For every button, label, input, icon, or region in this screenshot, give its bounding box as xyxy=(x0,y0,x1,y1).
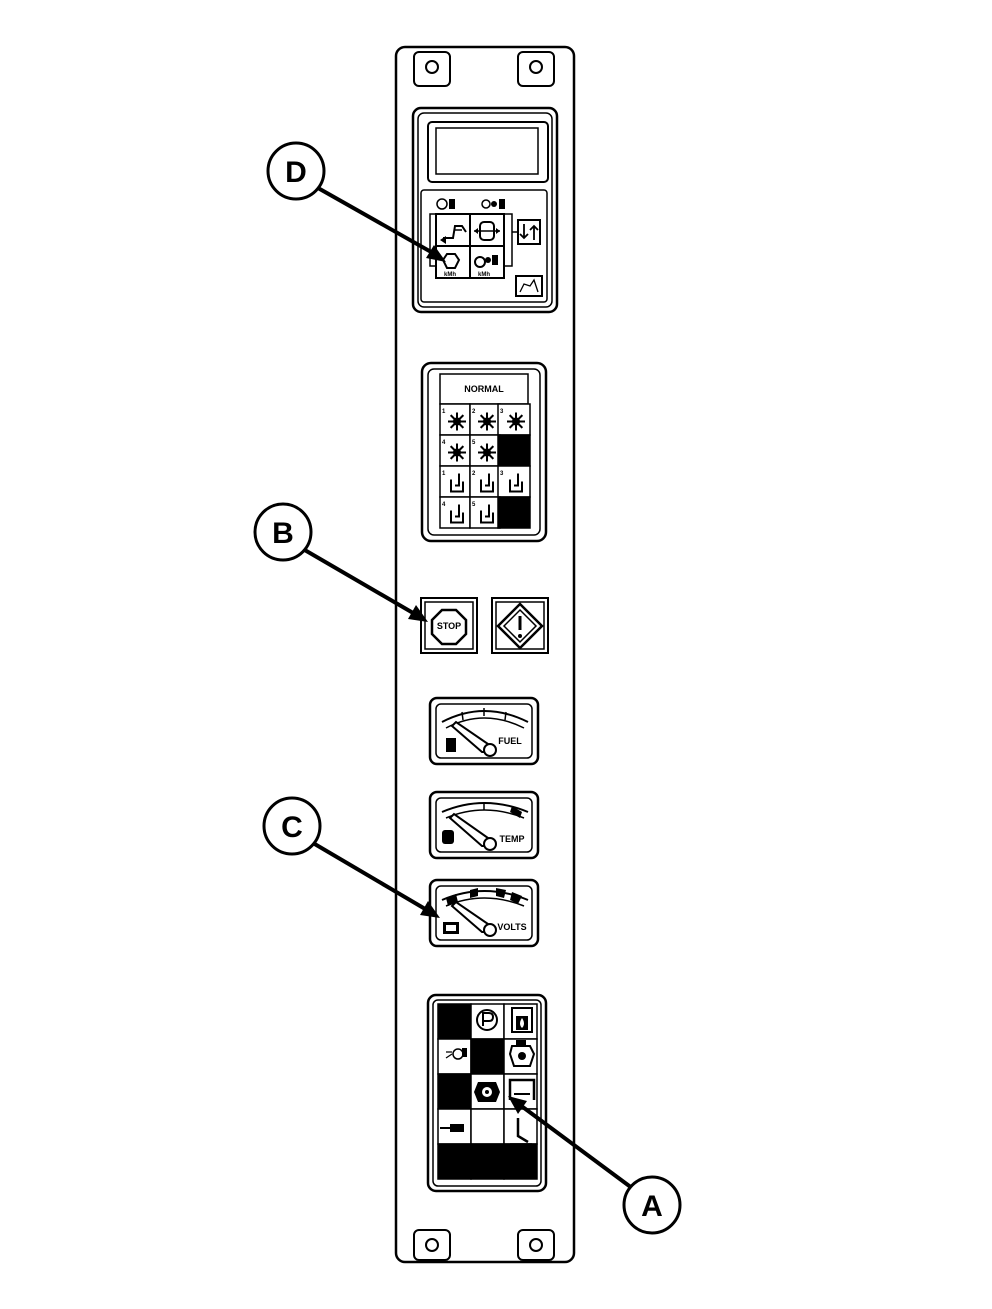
mounting-hole-top-left xyxy=(413,51,451,87)
dash-panel xyxy=(394,45,576,1264)
warning-lamp xyxy=(491,597,549,654)
callout-c: C xyxy=(262,796,440,918)
lamp-star-icon xyxy=(478,443,496,462)
oil-pressure-icon xyxy=(474,1082,500,1102)
temp-label: TEMP xyxy=(499,834,524,844)
volts-gauge: VOLTS xyxy=(428,878,540,948)
coolant-icon xyxy=(442,830,454,844)
indicator-cell xyxy=(497,434,531,467)
battery-icon xyxy=(443,922,459,934)
indicator-cell-number: 5 xyxy=(472,502,476,508)
indicator-cell xyxy=(497,496,531,529)
stop-lamp: STOP xyxy=(420,597,478,654)
indicator-cell-number: 1 xyxy=(442,471,446,477)
indicator-panel: NORMAL 1 2 3 4 5 1 2 3 4 5 xyxy=(420,361,548,543)
up-down-icon[interactable] xyxy=(517,219,541,245)
transmission-icon xyxy=(508,1078,536,1100)
callout-c-label: C xyxy=(281,811,303,844)
stop-label: STOP xyxy=(437,621,461,631)
lamp-bulb-icon xyxy=(509,473,523,493)
turbo-icon xyxy=(481,199,505,209)
mounting-hole-bottom-left xyxy=(413,1229,451,1261)
lamp-bulb-icon xyxy=(480,473,494,493)
indicator-cell-number: 4 xyxy=(442,440,446,446)
logo-icon[interactable] xyxy=(515,275,543,297)
fuel-label: FUEL xyxy=(498,736,522,746)
indicator-cell-number: 4 xyxy=(442,502,446,508)
mounting-hole-top-right xyxy=(517,51,555,87)
callout-b-label: B xyxy=(272,517,294,550)
lamp-star-icon xyxy=(448,412,466,431)
lamp-bulb-icon xyxy=(450,504,464,524)
indicator-cell-number: 2 xyxy=(472,409,476,415)
indicator-cell-number: 1 xyxy=(442,409,446,415)
light-cell xyxy=(470,1108,505,1145)
light-cell xyxy=(470,1038,505,1075)
lamp-bulb-icon xyxy=(480,504,494,524)
callout-d-label: D xyxy=(285,156,307,189)
beacon-icon xyxy=(445,1048,467,1060)
lamp-bulb-icon xyxy=(450,473,464,493)
callout-a: A xyxy=(508,1096,682,1235)
drum-icon[interactable] xyxy=(474,221,500,241)
light-cell xyxy=(470,1143,505,1180)
indicator-cell-number: 3 xyxy=(500,409,504,415)
callout-a-label: A xyxy=(641,1190,663,1223)
indicator-grid: 1 2 3 4 5 1 2 3 4 5 xyxy=(439,403,531,529)
light-cell xyxy=(437,1003,472,1040)
callout-d: D xyxy=(266,141,446,262)
temp-gauge: TEMP xyxy=(428,790,540,860)
volts-label: VOLTS xyxy=(497,922,526,932)
indicator-cell-number: 2 xyxy=(472,471,476,477)
indicator-cell-number: 5 xyxy=(472,440,476,446)
mounting-hole-bottom-right xyxy=(517,1229,555,1261)
hydraulic-tank-icon xyxy=(511,1007,533,1033)
lamp-star-icon xyxy=(448,443,466,462)
indicator-title: NORMAL xyxy=(464,384,504,394)
engine-icon xyxy=(436,198,455,210)
warning-light-panel xyxy=(426,993,548,1193)
lcd-screen xyxy=(427,121,549,183)
engine-fault-icon xyxy=(508,1040,536,1067)
indicator-cell-number: 3 xyxy=(500,471,504,477)
display-module: kMh kMh xyxy=(411,106,559,314)
lamp-star-icon xyxy=(478,412,496,431)
light-cell xyxy=(437,1073,472,1110)
turbo-speed-icon[interactable]: kMh xyxy=(474,255,498,278)
seat-belt-icon xyxy=(510,1118,532,1145)
callout-b: B xyxy=(253,502,428,622)
unit-right: kMh xyxy=(478,272,490,278)
unit-left: kMh xyxy=(444,272,456,278)
fuel-gauge: FUEL xyxy=(428,696,540,766)
light-cell xyxy=(503,1143,538,1180)
lamp-star-icon xyxy=(507,412,525,431)
exchange-icon[interactable] xyxy=(440,225,467,244)
light-cell xyxy=(437,1143,472,1180)
horn-icon xyxy=(440,1124,464,1132)
fuel-pump-icon xyxy=(446,738,456,752)
parking-brake-icon xyxy=(476,1009,498,1031)
